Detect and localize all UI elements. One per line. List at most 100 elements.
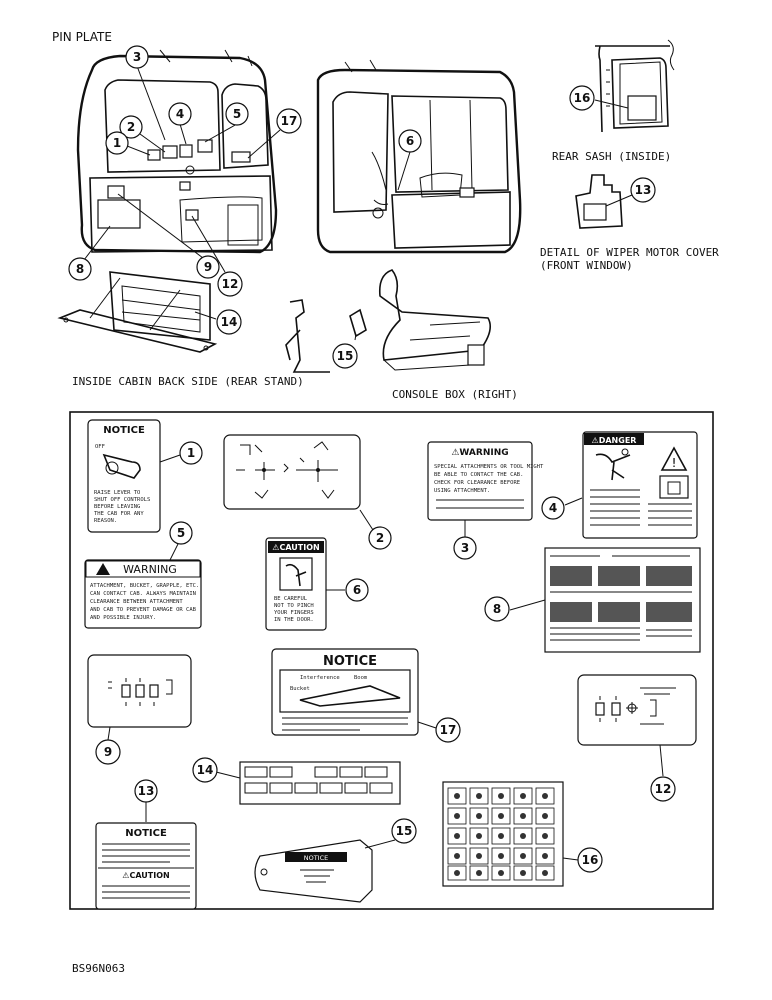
svg-text:4: 4 [176,107,184,121]
callout-6 [345,578,369,602]
rear-sash-detail [595,39,675,133]
svg-text:BE ABLE TO CONTACT THE CAB.: BE ABLE TO CONTACT THE CAB. [434,472,523,478]
svg-text:IN THE DOOR.: IN THE DOOR. [274,617,314,623]
decal-5: WARNING ATTACHMENT, BUCKET, GRAPPLE, ETC… [84,559,202,629]
cab-rear-view [76,49,278,254]
callout-13-top [630,177,656,203]
callout-15 [391,818,417,844]
callout-2 [368,526,392,550]
callout-14-num: 14 [197,763,214,777]
callout-17-num: 17 [440,723,457,737]
svg-text:17: 17 [281,114,298,128]
svg-text:9: 9 [204,260,212,274]
callout-5-num: 5 [177,526,185,540]
decal-14 [239,761,401,805]
decal-16 [442,781,564,887]
svg-text:CAN CONTACT CAB. ALWAYS MAINTA: CAN CONTACT CAB. ALWAYS MAINTAIN [90,591,196,597]
callout-1 [179,441,203,465]
callout-12 [650,776,676,802]
callout-3 [453,536,477,560]
wiper-detail-label-2: (FRONT WINDOW) [540,259,633,272]
callout-6-top [398,129,422,153]
callout-4 [541,496,565,520]
pin-plate-label: PIN PLATE [52,30,112,44]
cab-side-view [316,59,522,254]
svg-text:NOTICE: NOTICE [304,854,329,862]
svg-text:Interference: Interference [300,675,340,681]
svg-text:⚠CAUTION: ⚠CAUTION [272,543,319,552]
decal-2 [223,434,361,510]
callout-13-num: 13 [138,784,155,798]
callout-17 [435,717,461,743]
svg-text:⚠DANGER: ⚠DANGER [592,436,637,445]
rear-sash-label: REAR SASH (INSIDE) [552,150,671,163]
callout-16-top [569,85,595,111]
svg-text:AND POSSIBLE INJURY.: AND POSSIBLE INJURY. [90,615,156,621]
callout-4-num: 4 [549,501,557,515]
rear-stand-drawing [57,271,218,353]
svg-text:⚠WARNING: ⚠WARNING [451,448,508,458]
callout-9 [95,739,121,765]
svg-text:16: 16 [574,91,591,105]
callout-14 [192,757,218,783]
callout-6-num: 6 [353,583,361,597]
callout-5 [169,521,193,545]
svg-text:6: 6 [406,134,414,148]
svg-text:AND CAB TO PREVENT DAMAGE OR C: AND CAB TO PREVENT DAMAGE OR CAB [90,607,197,613]
decal-frame [69,411,714,910]
callout-9-top [196,255,220,279]
figure-code: BS96N063 [72,962,125,975]
svg-text:Bucket: Bucket [290,686,310,692]
svg-text:12: 12 [222,277,239,291]
console-box-label: CONSOLE BOX (RIGHT) [392,388,518,401]
top-callouts: 3 4 5 2 1 17 6 8 9 12 [68,45,656,369]
svg-text:USING ATTACHMENT.: USING ATTACHMENT. [434,488,490,494]
callout-2-top [119,115,143,139]
decal-15: NOTICE [254,839,373,903]
svg-text:Boom: Boom [354,675,368,681]
callout-1-top [105,131,129,155]
decal-3: ⚠WARNING SPECIAL ATTACHMENTS OR TOOL MIG… [427,441,544,521]
svg-text:YOUR FINGERS: YOUR FINGERS [274,610,314,616]
svg-text:RAISE LEVER TO: RAISE LEVER TO [94,490,140,496]
svg-text:5: 5 [233,107,241,121]
decal-6: ⚠CAUTION BE CAREFUL NOT TO PINCH YOUR FI… [265,537,327,631]
decal-1: NOTICE OFF RAISE LEVER TO SHUT OFF CONTR… [87,419,161,533]
callout-4-top [168,102,192,126]
svg-text:!: ! [672,456,677,470]
console-box-drawing [285,269,491,373]
callout-2-num: 2 [376,531,384,545]
svg-text:OFF: OFF [95,444,105,450]
callout-3-num: 3 [461,541,469,555]
callout-14-top [216,309,242,335]
svg-text:NOTICE: NOTICE [103,425,145,436]
svg-text:1: 1 [113,136,121,150]
callout-9-num: 9 [104,745,112,759]
decal-4: ⚠DANGER ! [582,431,698,539]
svg-text:8: 8 [76,262,84,276]
wiper-detail-label-1: DETAIL OF WIPER MOTOR COVER [540,246,719,259]
callout-5-top [225,102,249,126]
decal-8 [544,547,701,653]
svg-text:BEFORE LEAVING: BEFORE LEAVING [94,504,140,510]
decal-12 [577,674,697,746]
callout-3-top [125,45,149,69]
callout-16 [577,847,603,873]
inside-cabin-label: INSIDE CABIN BACK SIDE (REAR STAND) [72,375,304,388]
svg-text:15: 15 [337,349,354,363]
svg-text:SHUT OFF CONTROLS: SHUT OFF CONTROLS [94,497,150,503]
callout-8-num: 8 [493,602,501,616]
svg-text:BE CAREFUL: BE CAREFUL [274,596,308,602]
svg-text:REASON.: REASON. [94,518,117,524]
callout-15-num: 15 [396,824,413,838]
svg-text:SPECIAL ATTACHMENTS OR TOOL MI: SPECIAL ATTACHMENTS OR TOOL MIGHT [434,464,544,470]
svg-text:3: 3 [133,50,141,64]
svg-text:NOT TO PINCH: NOT TO PINCH [274,603,314,609]
callout-17-top [276,108,302,134]
svg-text:CLEARANCE BETWEEN ATTACHMENT: CLEARANCE BETWEEN ATTACHMENT [90,599,183,605]
svg-text:WARNING: WARNING [123,563,177,576]
callout-1-num: 1 [187,446,195,460]
callout-8 [484,596,510,622]
callout-12-num: 12 [655,782,672,796]
wiper-cover-detail [575,174,623,229]
